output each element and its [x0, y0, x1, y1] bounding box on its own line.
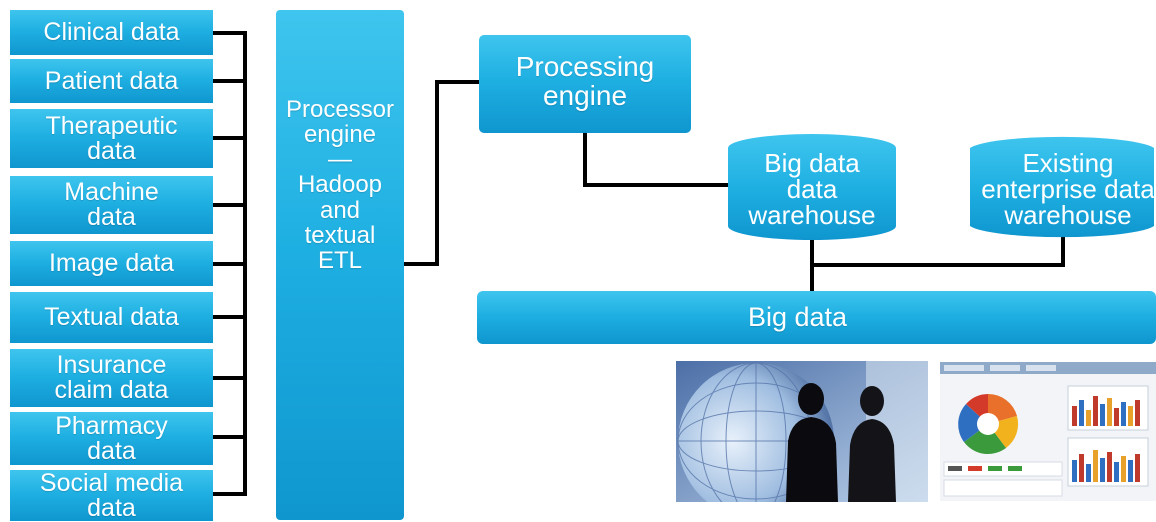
source-label: Textual data — [44, 303, 179, 331]
source-label: Social media data — [39, 468, 184, 522]
processor-engine-hadoop-etl: Processor engine — Hadoop and textual ET… — [276, 10, 404, 520]
existing-warehouse-line3: warehouse — [1003, 200, 1131, 230]
big-data-warehouse-line1: Big data — [764, 148, 860, 178]
source-therapeutic-data: Therapeutic data — [10, 109, 213, 168]
source-machine-data: Machine data — [10, 176, 213, 234]
source-social-media-data: Social media data — [10, 470, 213, 521]
existing-enterprise-warehouse-cylinder: Existing enterprise data warehouse — [970, 136, 1155, 238]
analytics-dashboard-screenshot — [940, 362, 1156, 501]
big-data-warehouse-line2: data — [787, 174, 838, 204]
big-data-warehouse-line3: warehouse — [747, 200, 875, 230]
source-patient-data: Patient data — [10, 59, 213, 103]
existing-warehouse-line2: enterprise data — [981, 174, 1155, 204]
source-label: Patient data — [44, 66, 179, 95]
source-label: Therapeutic data — [45, 111, 178, 165]
business-people-globe-photo — [676, 361, 928, 502]
processing-engine: Processing engine — [479, 35, 691, 133]
source-image-data: Image data — [10, 241, 213, 286]
source-label: Clinical data — [43, 18, 180, 46]
source-textual-data: Textual data — [10, 292, 213, 343]
source-label: Machine data — [64, 178, 159, 231]
source-pharmacy-data: Pharmacy data — [10, 412, 213, 465]
source-clinical-data: Clinical data — [10, 10, 213, 55]
existing-warehouse-line1: Existing — [1022, 148, 1113, 178]
source-label: Pharmacy data — [55, 411, 168, 465]
source-label: Insurance claim data — [54, 351, 169, 404]
processing-engine-label: Processing engine — [515, 50, 655, 111]
source-label: Image data — [48, 249, 175, 277]
big-data-bar-label: Big data — [748, 302, 848, 332]
source-insurance-claim-data: Insurance claim data — [10, 349, 213, 407]
big-data-warehouse-cylinder: Big data data warehouse — [728, 134, 896, 240]
big-data-bar: Big data — [477, 291, 1156, 344]
processor-engine-label: Processor engine — Hadoop and textual ET… — [285, 95, 395, 274]
